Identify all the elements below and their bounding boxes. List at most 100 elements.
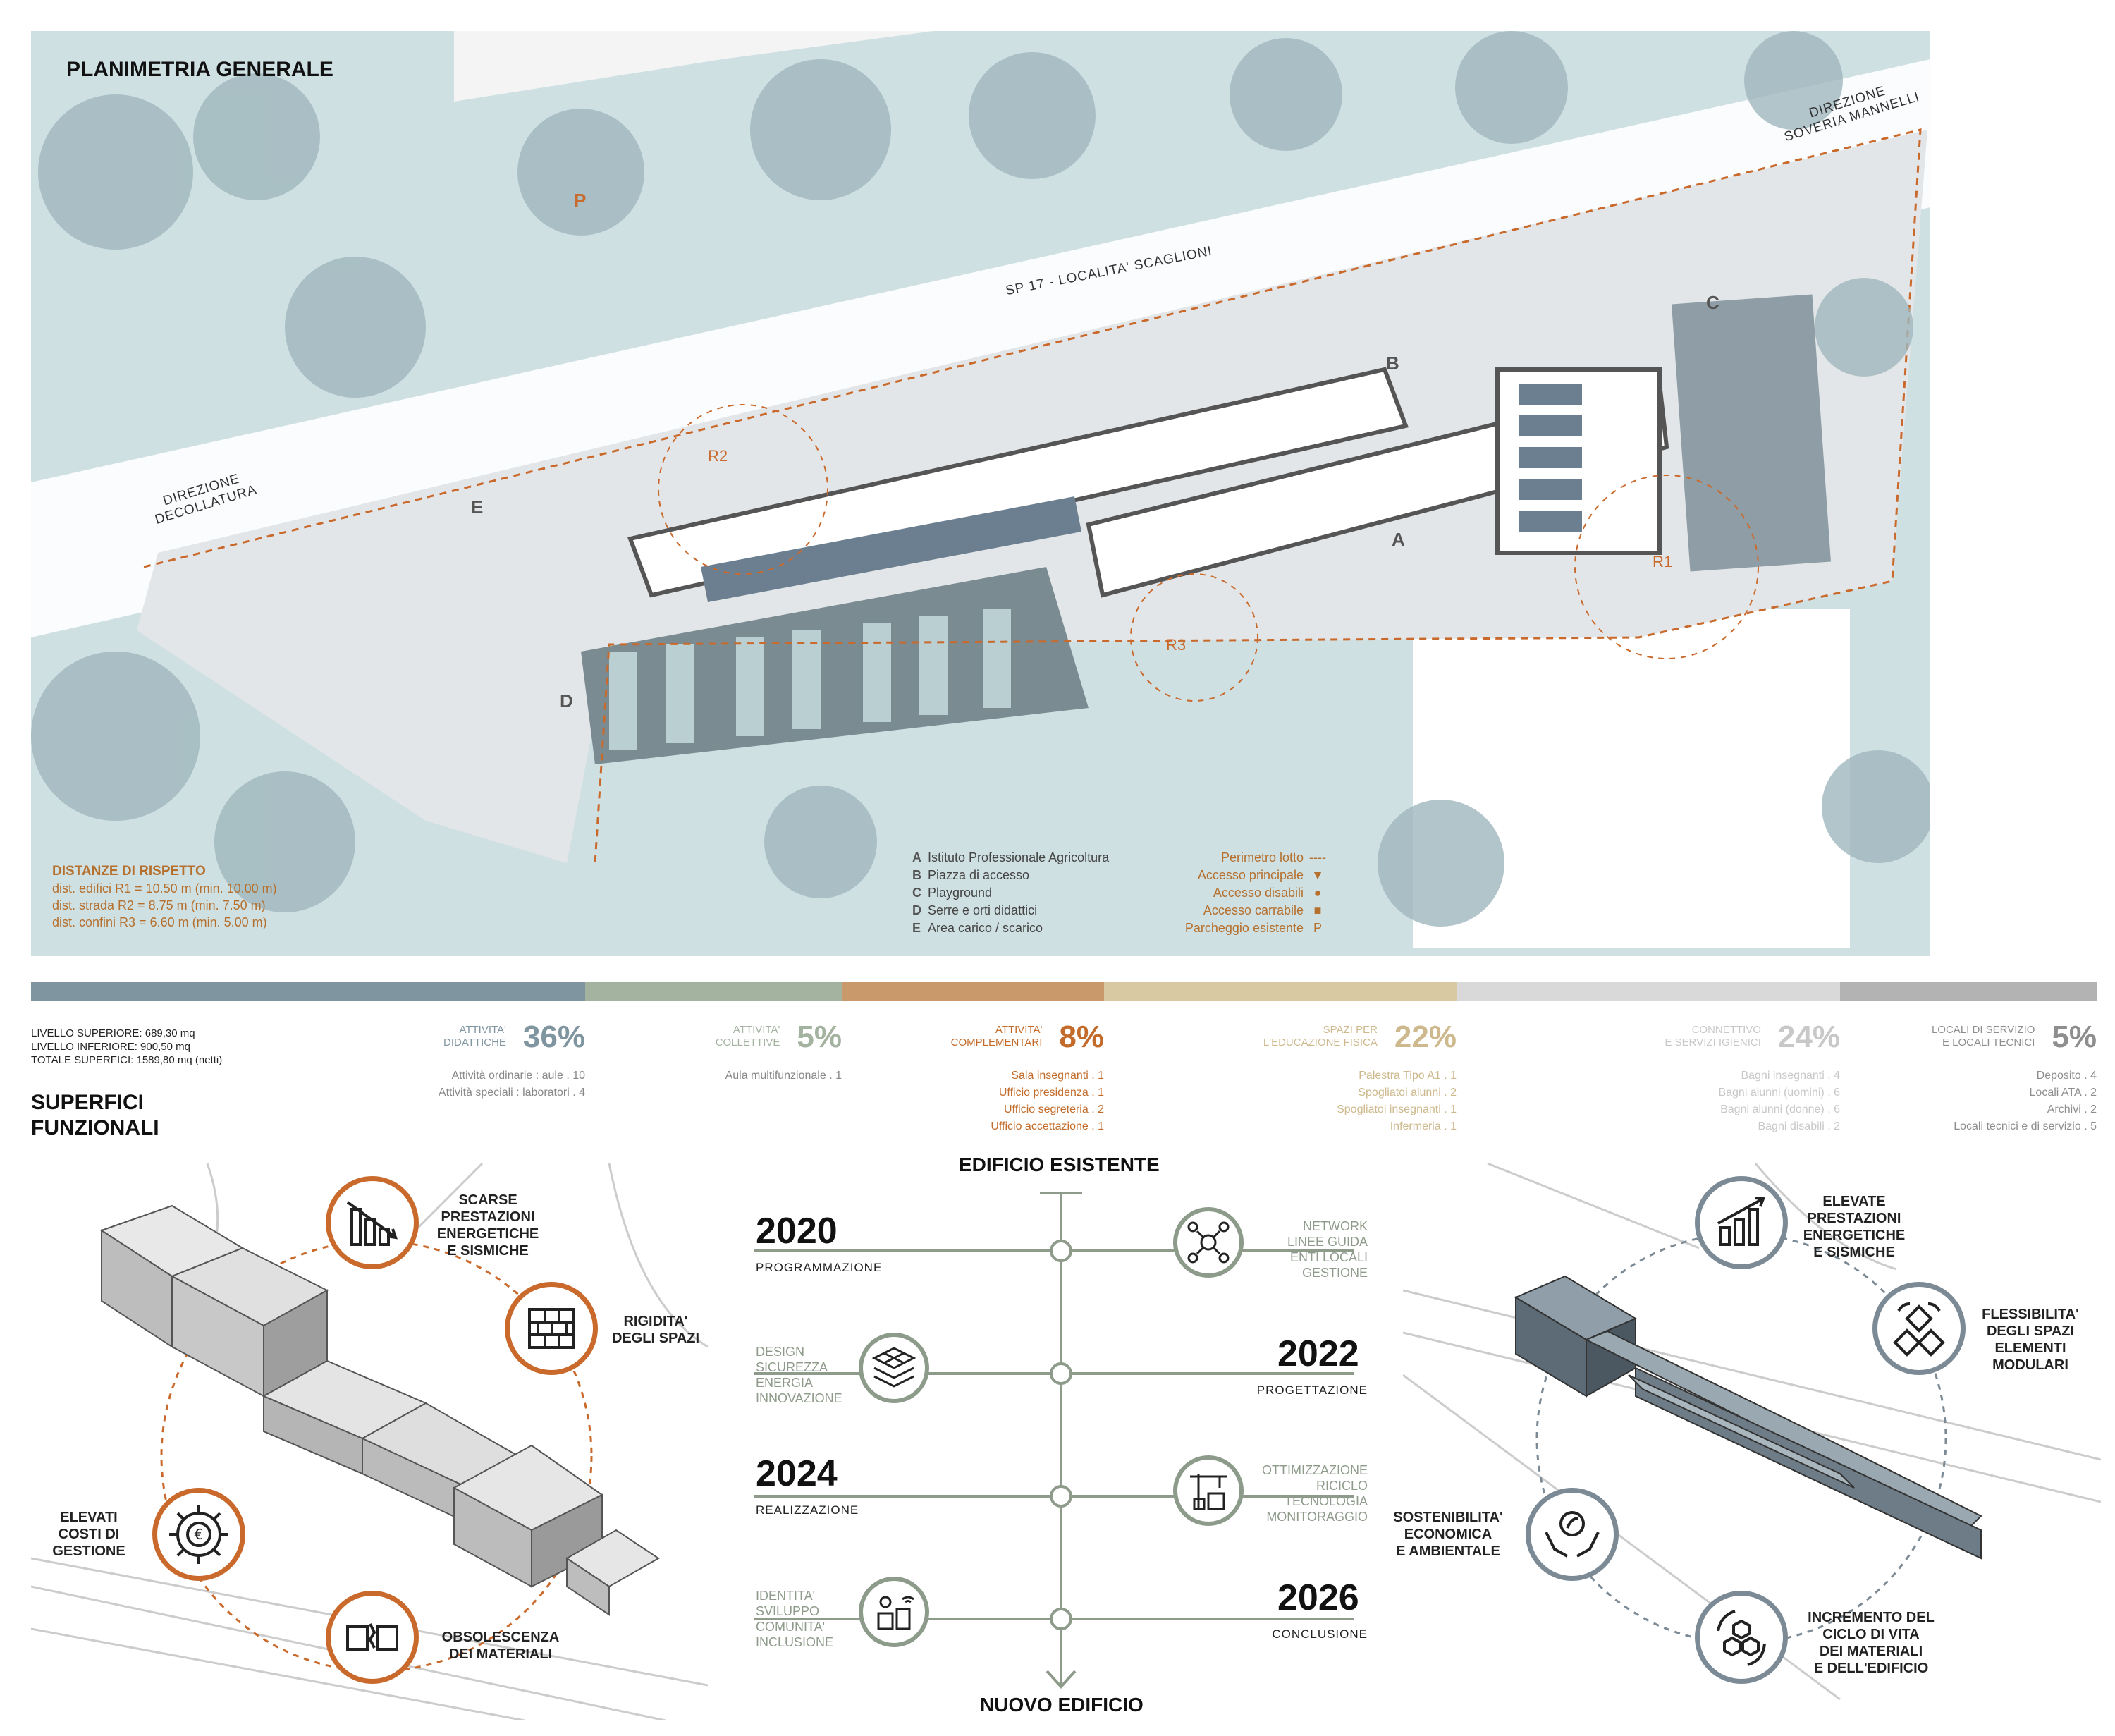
category-item: Deposito . 4 — [2036, 1070, 2097, 1082]
category-percent: 24% — [1777, 1020, 1840, 1054]
issue-rigidity-text: RIGIDITA'DEGLI SPAZI — [611, 1314, 700, 1346]
legend-label: Serre e orti didattici — [928, 903, 1038, 917]
category-item: Bagni alunni (uomini) . 6 — [1718, 1087, 1840, 1099]
year-2024: 2024 — [756, 1453, 838, 1494]
category-percent: 22% — [1394, 1020, 1457, 1054]
community-icon — [859, 1577, 929, 1647]
radius-r1-label: R1 — [1653, 553, 1673, 570]
category-item: Sala insegnanti . 1 — [1011, 1070, 1104, 1082]
category-collettive: ATTIVITA'COLLETTIVE 5% Aula multifunziona… — [634, 1020, 842, 1084]
distance-r2: dist. strada R2 = 8.75 m (min. 7.50 m) — [52, 898, 266, 912]
year-2022: 2022 — [1277, 1333, 1359, 1374]
category-item: Spogliatoi insegnanti . 1 — [1337, 1104, 1457, 1115]
surface-stats: LIVELLO SUPERIORE: 689,30 mq LIVELLO INF… — [31, 1027, 222, 1067]
superfici-title-line1: SUPERFICI — [31, 1091, 145, 1114]
legend-label: Istituto Professionale Agricoltura — [928, 850, 1110, 864]
category-items: Bagni insegnanti . 4 Bagni alunni (uomin… — [1551, 1068, 1840, 1135]
solar-panels — [701, 384, 1582, 602]
category-label: ATTIVITA'COLLETTIVE — [715, 1024, 780, 1049]
legend-row: Accesso carrabile ■ — [1117, 902, 1328, 919]
category-item: Ufficio segreteria . 2 — [1004, 1104, 1104, 1115]
zone-b-letter: B — [1386, 353, 1399, 374]
category-item: Infermeria . 1 — [1390, 1120, 1457, 1132]
network-icon — [1173, 1207, 1244, 1278]
legend-label: Piazza di accesso — [928, 868, 1030, 882]
legend-label: Area carico / scarico — [928, 921, 1043, 935]
distances-heading: DISTANZE DI RISPETTO — [52, 864, 206, 879]
category-percent: 5% — [797, 1020, 842, 1054]
zone-e-letter: E — [471, 496, 484, 518]
category-item: Locali tecnici e di servizio . 5 — [1954, 1120, 2097, 1132]
category-item: Bagni disabili . 2 — [1758, 1120, 1840, 1132]
step-label-2022: PROGETTAZIONE — [1256, 1383, 1368, 1397]
category-item: Ufficio presidenza . 1 — [998, 1087, 1104, 1099]
category-percent: 36% — [522, 1020, 585, 1054]
bar-fisica — [1104, 982, 1457, 1001]
category-percent: 8% — [1059, 1020, 1104, 1054]
category-item: Bagni alunni (donne) . 6 — [1720, 1104, 1840, 1115]
category-item: Ufficio accettazione . 1 — [991, 1120, 1104, 1132]
legend-row: Accesso disabili ● — [1117, 884, 1328, 902]
modular-flexibility-icon — [1872, 1282, 1966, 1375]
category-items: Deposito . 4 Locali ATA . 2 Archivi . 2 … — [1861, 1068, 2097, 1135]
symbol-legend: Perimetro lotto ---- Accesso principale … — [1117, 849, 1328, 937]
legend-label: Accesso disabili — [1213, 886, 1304, 900]
bar-connettivo — [1457, 982, 1840, 1001]
bar-complementari — [842, 982, 1104, 1001]
euro-gear-icon: € — [152, 1488, 245, 1581]
timeline-top-label: EDIFICIO ESISTENTE — [959, 1154, 1160, 1175]
construction-crane-icon — [1173, 1455, 1244, 1526]
brick-wall-icon — [505, 1282, 598, 1375]
step-label-2026: CONCLUSIONE — [1272, 1627, 1368, 1641]
energy-growth-icon — [1695, 1176, 1788, 1269]
design-layers-icon — [859, 1333, 929, 1403]
legend-row: Accesso principale ▼ — [1117, 867, 1328, 884]
category-label: ATTIVITA'DIDATTICHE — [443, 1024, 506, 1049]
category-item: Aula multifunzionale . 1 — [725, 1070, 842, 1082]
legend-key: E — [912, 921, 921, 935]
stat-inferiore: LIVELLO INFERIORE: 900,50 mq — [31, 1041, 190, 1053]
distance-r3: dist. confini R3 = 6.60 m (min. 5.00 m) — [52, 915, 267, 929]
radius-r3-label: R3 — [1166, 636, 1187, 654]
legend-label: Accesso principale — [1197, 868, 1304, 882]
superfici-title: SUPERFICI FUNZIONALI — [31, 1090, 159, 1141]
year-2020: 2020 — [756, 1211, 838, 1252]
parking-icon: P — [1313, 921, 1322, 935]
legend-row: E Area carico / scarico — [912, 919, 1109, 937]
vehicle-access-icon: ■ — [1313, 903, 1322, 917]
recycle-cycle-icon — [1695, 1591, 1788, 1684]
category-items: Sala insegnanti . 1 Ufficio presidenza .… — [881, 1068, 1104, 1135]
step-label-2024: REALIZZAZIONE — [756, 1503, 859, 1517]
zone-a-letter: A — [1392, 529, 1405, 550]
timeline-axis — [754, 1192, 1354, 1689]
timeline-bottom-label: NUOVO EDIFICIO — [980, 1694, 1144, 1716]
energy-decline-icon — [326, 1176, 419, 1269]
zone-c-letter: C — [1706, 292, 1719, 313]
category-item: Attività speciali : laboratori . 4 — [438, 1087, 585, 1099]
disabled-access-icon: ● — [1313, 886, 1322, 900]
broken-material-icon — [326, 1591, 419, 1684]
superfici-title-line2: FUNZIONALI — [31, 1116, 159, 1139]
legend-label: Parcheggio esistente — [1184, 921, 1304, 935]
legend-label: Accesso carrabile — [1203, 903, 1304, 917]
category-item: Locali ATA . 2 — [2029, 1087, 2097, 1099]
category-items: Palestra Tipo A1 . 1 Spogliatoi alunni .… — [1184, 1068, 1457, 1135]
